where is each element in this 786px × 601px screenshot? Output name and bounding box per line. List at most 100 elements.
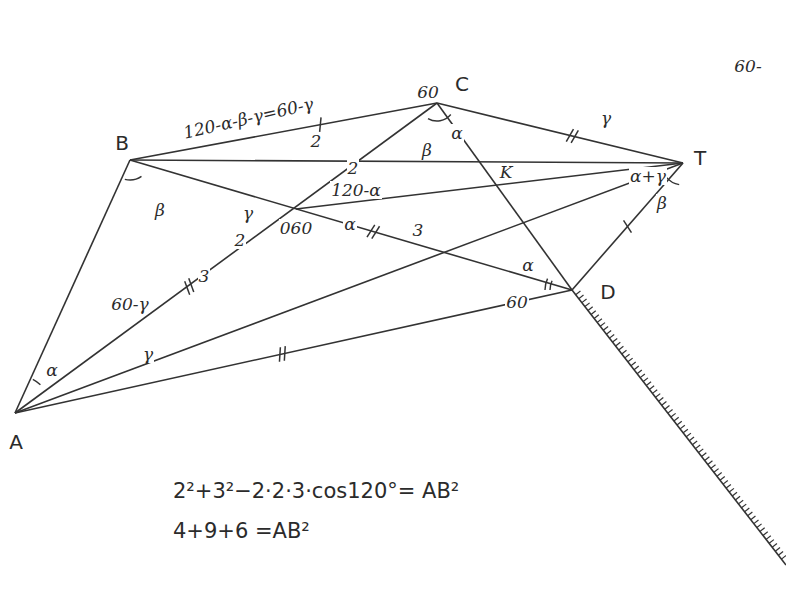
angle-label: γ <box>242 204 254 223</box>
segment-line <box>15 163 683 413</box>
segment-line <box>15 103 437 413</box>
hatch-tick <box>726 484 731 488</box>
hatch-tick <box>576 291 581 295</box>
angle-label: α <box>343 215 356 234</box>
hatch-tick <box>652 390 657 394</box>
hatch-tick <box>763 532 768 536</box>
angle-label: β <box>656 194 668 213</box>
angle-label: 3 <box>412 221 425 240</box>
angle-arc <box>550 281 552 290</box>
hatched-ray <box>572 290 786 565</box>
angle-label: K <box>499 163 514 182</box>
segment-line <box>15 160 130 413</box>
segment-line <box>572 163 683 290</box>
hatch-tick <box>579 295 584 299</box>
angle-label: γ <box>142 345 154 364</box>
hatch-tick <box>643 378 648 382</box>
hatch-tick <box>671 413 676 417</box>
hatch-tick <box>640 374 645 378</box>
equal-tick <box>185 281 190 295</box>
equation-line: 4+9+6 =AB² <box>172 520 311 543</box>
hatch-tick <box>738 500 743 504</box>
hatch-tick <box>723 480 728 484</box>
hatch-tick <box>631 362 636 366</box>
hatch-tick <box>649 386 654 390</box>
hatch-tick <box>729 488 734 492</box>
hatch-tick <box>628 358 633 362</box>
segment-line <box>437 103 572 290</box>
hatch-tick <box>742 504 747 508</box>
angle-label: 2 <box>310 132 323 151</box>
equation-line: 2²+3²−2·2·3·cos120°= AB² <box>172 480 460 503</box>
hatch-tick <box>613 338 618 342</box>
hatch-tick <box>606 331 611 335</box>
angle-label: α+γ <box>629 167 667 186</box>
hatch-tick <box>677 421 682 425</box>
hatch-tick <box>622 350 627 354</box>
hatch-tick <box>662 402 667 406</box>
angle-label: 60- <box>733 57 762 76</box>
equal-tick <box>279 347 281 362</box>
point-name: D <box>599 281 616 303</box>
segment-line <box>130 160 683 163</box>
hatch-tick <box>659 398 664 402</box>
hatch-tick <box>585 303 590 307</box>
hatch-tick <box>699 449 704 453</box>
hatch-tick <box>732 492 737 496</box>
equal-tick <box>624 220 632 232</box>
hatch-tick <box>705 457 710 461</box>
angle-label: 060 <box>279 219 313 238</box>
hatch-tick <box>745 508 750 512</box>
angle-label: 3 <box>198 267 211 286</box>
angle-arc <box>33 379 41 384</box>
hatch-tick <box>674 417 679 421</box>
hatch-tick <box>683 429 688 433</box>
hatch-tick <box>680 425 685 429</box>
hatch-tick <box>597 319 602 323</box>
hatch-tick <box>714 469 719 473</box>
hatch-tick <box>625 354 630 358</box>
hatch-tick <box>748 512 753 516</box>
hatch-tick <box>772 544 777 548</box>
angle-label: β <box>154 201 166 220</box>
hatch-tick <box>754 520 759 524</box>
hatch-tick <box>720 477 725 481</box>
equal-tick <box>189 278 194 292</box>
angle-label: γ <box>600 109 612 128</box>
hatch-tick <box>757 524 762 528</box>
point-name: A <box>8 431 24 453</box>
hatch-tick <box>594 315 599 319</box>
hatch-tick <box>668 409 673 413</box>
equal-tick <box>284 346 286 361</box>
angle-label: 2 <box>234 231 247 250</box>
hatch-tick <box>609 334 614 338</box>
hatch-tick <box>637 370 642 374</box>
hatch-tick <box>665 405 670 409</box>
hatch-tick <box>692 441 697 445</box>
angle-arc <box>545 279 548 290</box>
hatch-tick <box>591 311 596 315</box>
angle-arc <box>666 177 679 185</box>
angle-arc <box>428 115 451 121</box>
equal-tick <box>571 130 578 143</box>
hatch-tick <box>686 433 691 437</box>
point-name: C <box>454 73 470 95</box>
hatch-tick <box>582 299 587 303</box>
angle-label: 2 <box>347 159 360 178</box>
hatch-tick <box>781 555 786 559</box>
hatch-tick <box>708 461 713 465</box>
hatch-tick <box>717 473 722 477</box>
segment-line <box>130 160 572 290</box>
point-name: B <box>114 132 130 154</box>
angle-arc <box>125 176 142 180</box>
angle-label: 120-α-β-γ=60-γ <box>180 94 316 143</box>
hatch-tick <box>735 496 740 500</box>
hatch-tick <box>766 536 771 540</box>
hatch-tick <box>695 445 700 449</box>
hatch-tick <box>775 548 780 552</box>
hatch-tick <box>711 465 716 469</box>
hatch-tick <box>600 323 605 327</box>
angle-label: 60-γ <box>110 295 150 314</box>
hatch-tick <box>769 540 774 544</box>
